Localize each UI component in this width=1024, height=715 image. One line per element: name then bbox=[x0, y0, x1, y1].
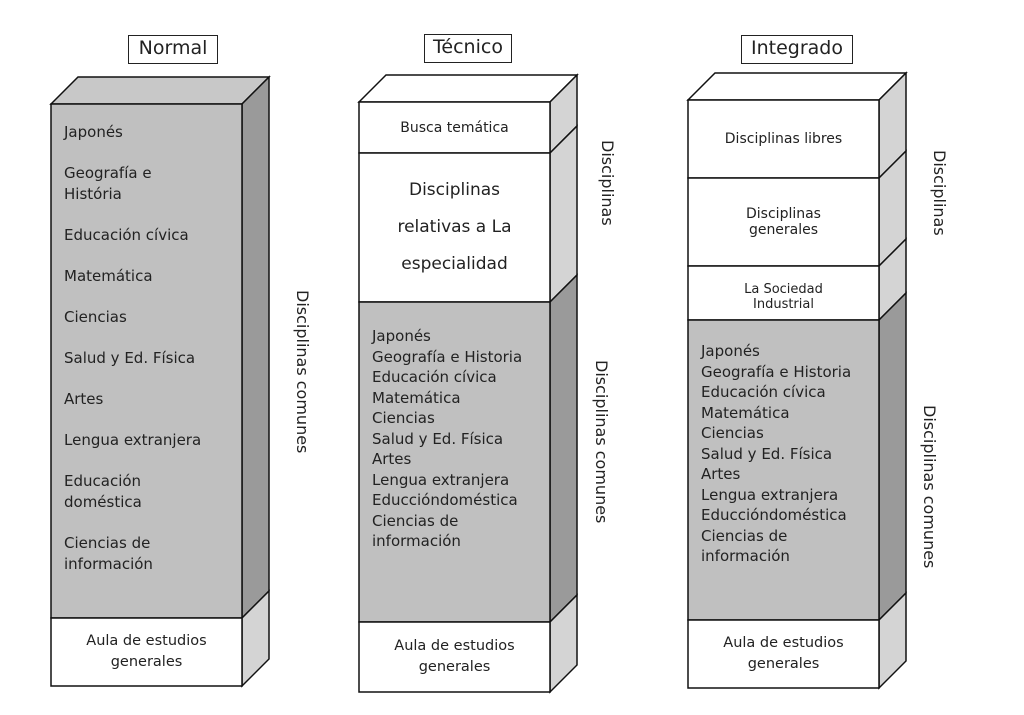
column-top-face bbox=[49, 76, 271, 105]
base-label: Aula de estudios generales bbox=[723, 635, 844, 672]
base-block-front bbox=[687, 619, 880, 689]
subject-item: Matemática bbox=[64, 267, 153, 285]
upper-section-side bbox=[549, 124, 578, 304]
subject-item: Lengua extranjera bbox=[701, 485, 839, 504]
common-subjects-block-side bbox=[549, 273, 578, 624]
subject-item: Matemática bbox=[372, 388, 461, 407]
subject-item: Ciencias de información bbox=[64, 534, 153, 573]
side-label: Disciplinas comunes bbox=[592, 360, 611, 524]
subject-item: Educcióndoméstica bbox=[372, 491, 518, 509]
column-title: Normal bbox=[128, 35, 218, 64]
subject-item: Ciencias bbox=[64, 308, 127, 326]
subject-item: Geografía e História bbox=[64, 164, 152, 203]
column-title: Técnico bbox=[424, 34, 512, 63]
subject-item: Ciencias de información bbox=[372, 511, 461, 551]
subject-item: Artes bbox=[64, 390, 104, 408]
base-block-front bbox=[50, 617, 243, 687]
column-title: Integrado bbox=[741, 35, 853, 64]
subject-item: Lengua extranjera bbox=[372, 470, 510, 489]
column-top-face bbox=[686, 72, 908, 101]
subject-item: Salud y Ed. Física bbox=[701, 444, 833, 463]
upper-section-label: La Sociedad Industrial bbox=[744, 282, 823, 312]
subject-item: Educación cívica bbox=[701, 383, 826, 401]
subject-item: Educación cívica bbox=[64, 226, 189, 244]
subject-item: Educación doméstica bbox=[64, 472, 142, 511]
column-top-face bbox=[357, 74, 579, 103]
subject-item: Geografía e Historia bbox=[701, 362, 852, 381]
subject-item: Ciencias de información bbox=[701, 526, 790, 566]
subject-item: Educación cívica bbox=[372, 368, 497, 386]
subject-item: Salud y Ed. Física bbox=[64, 349, 196, 367]
base-block-front bbox=[358, 621, 551, 693]
upper-section-label: Disciplinas generales bbox=[746, 206, 821, 238]
upper-section-label: Busca temática bbox=[400, 119, 509, 136]
subject-item: Ciencias bbox=[372, 409, 435, 427]
subject-item: Matemática bbox=[701, 403, 790, 422]
subject-item: Educcióndoméstica bbox=[701, 506, 847, 524]
upper-section-label: Disciplinas relativas a La especialidad bbox=[397, 180, 512, 274]
subject-item: Artes bbox=[701, 465, 741, 483]
subject-item: Japonés bbox=[64, 123, 123, 141]
upper-section-label: Disciplinas libres bbox=[724, 131, 843, 147]
subject-item: Lengua extranjera bbox=[64, 431, 202, 449]
subject-item: Artes bbox=[372, 450, 412, 468]
subject-item: Japonés bbox=[372, 327, 431, 345]
side-label: Disciplinas bbox=[930, 150, 949, 236]
base-label: Aula de estudios generales bbox=[86, 633, 207, 670]
side-label: Disciplinas comunes bbox=[920, 405, 939, 569]
side-label: Disciplinas comunes bbox=[293, 290, 312, 454]
common-subjects-block-side bbox=[878, 291, 907, 622]
subject-item: Geografía e Historia bbox=[372, 347, 523, 366]
base-label: Aula de estudios generales bbox=[394, 638, 515, 675]
subject-item: Ciencias bbox=[701, 424, 764, 442]
subject-item: Salud y Ed. Física bbox=[372, 429, 504, 448]
subject-item: Japonés bbox=[701, 342, 760, 360]
side-label: Disciplinas bbox=[598, 140, 617, 226]
common-subjects-block-side bbox=[241, 75, 270, 620]
